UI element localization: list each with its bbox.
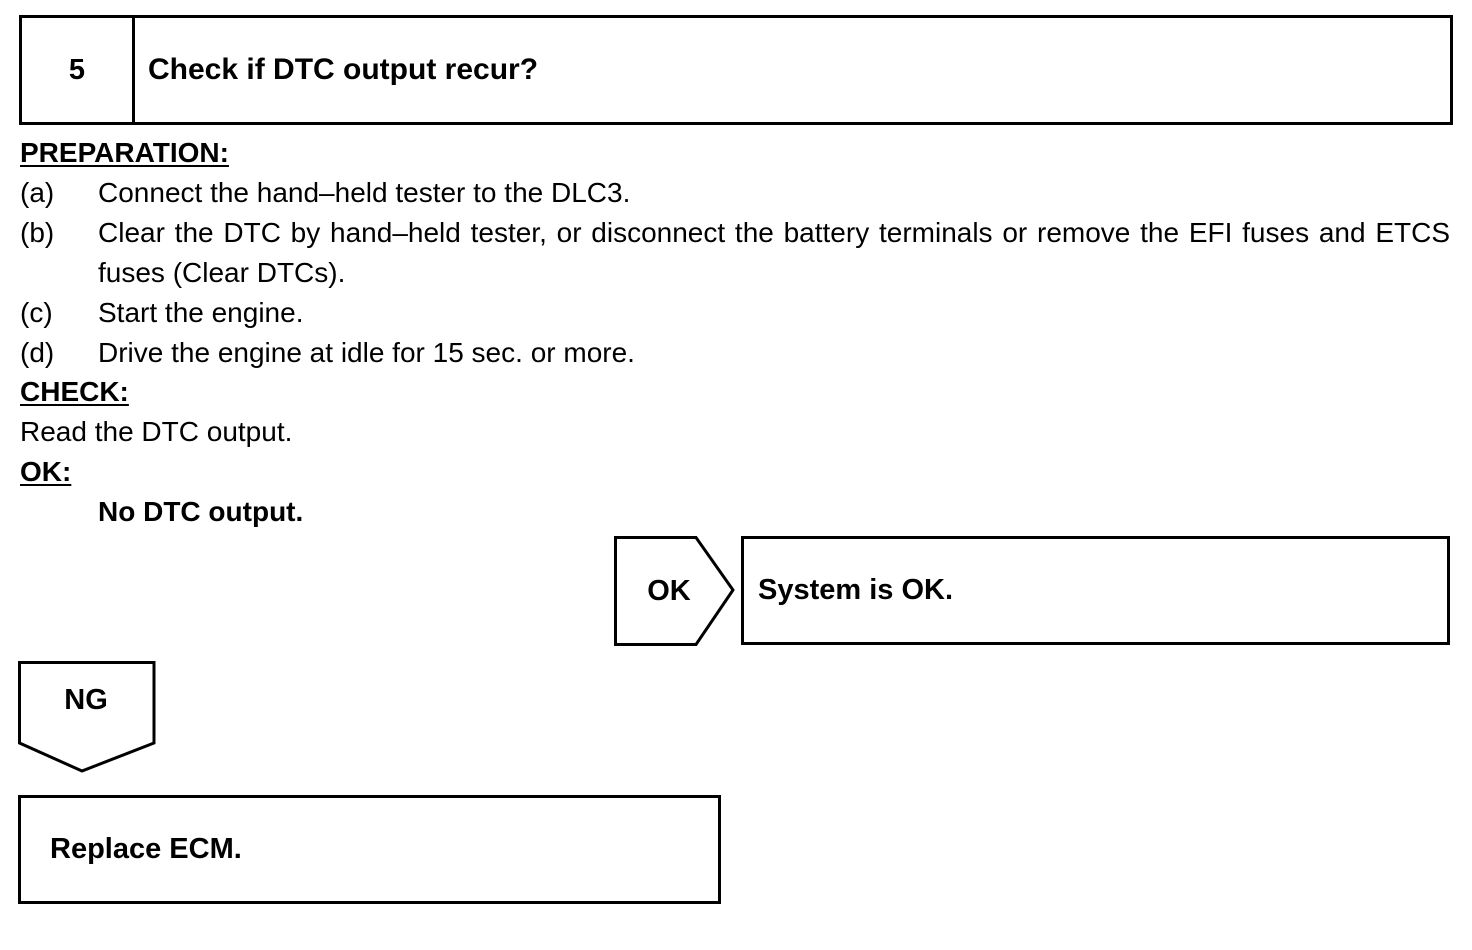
ng-arrow-icon	[18, 661, 156, 773]
prep-item-b-label: (b)	[20, 217, 55, 248]
check-heading: CHECK:	[20, 376, 129, 407]
ng-flow-label: NG	[64, 684, 108, 716]
ng-action-box: Replace ECM.	[18, 795, 721, 904]
prep-item-a-text: Connect the hand–held tester to the DLC3…	[98, 177, 631, 208]
step-header: 5 Check if DTC output recur?	[19, 15, 1453, 125]
ok-heading: OK:	[20, 456, 72, 487]
step-number: 5	[22, 18, 135, 122]
check-text: Read the DTC output.	[20, 416, 293, 447]
step-title: Check if DTC output recur?	[148, 53, 539, 86]
ok-arrow-icon	[614, 536, 735, 646]
preparation-heading: PREPARATION:	[20, 137, 229, 168]
prep-item-c-text: Start the engine.	[98, 297, 304, 328]
prep-item-c-label: (c)	[20, 297, 53, 328]
prep-item-d-text: Drive the engine at idle for 15 sec. or …	[98, 337, 635, 368]
prep-item-b-text: Clear the DTC by hand–held tester, or di…	[98, 217, 1450, 288]
prep-item-a-label: (a)	[20, 177, 55, 208]
prep-item-d-label: (d)	[20, 337, 55, 368]
ok-criteria-text: No DTC output.	[98, 496, 304, 527]
ok-result-box: System is OK.	[741, 536, 1450, 645]
ok-flow-label: OK	[647, 574, 691, 607]
